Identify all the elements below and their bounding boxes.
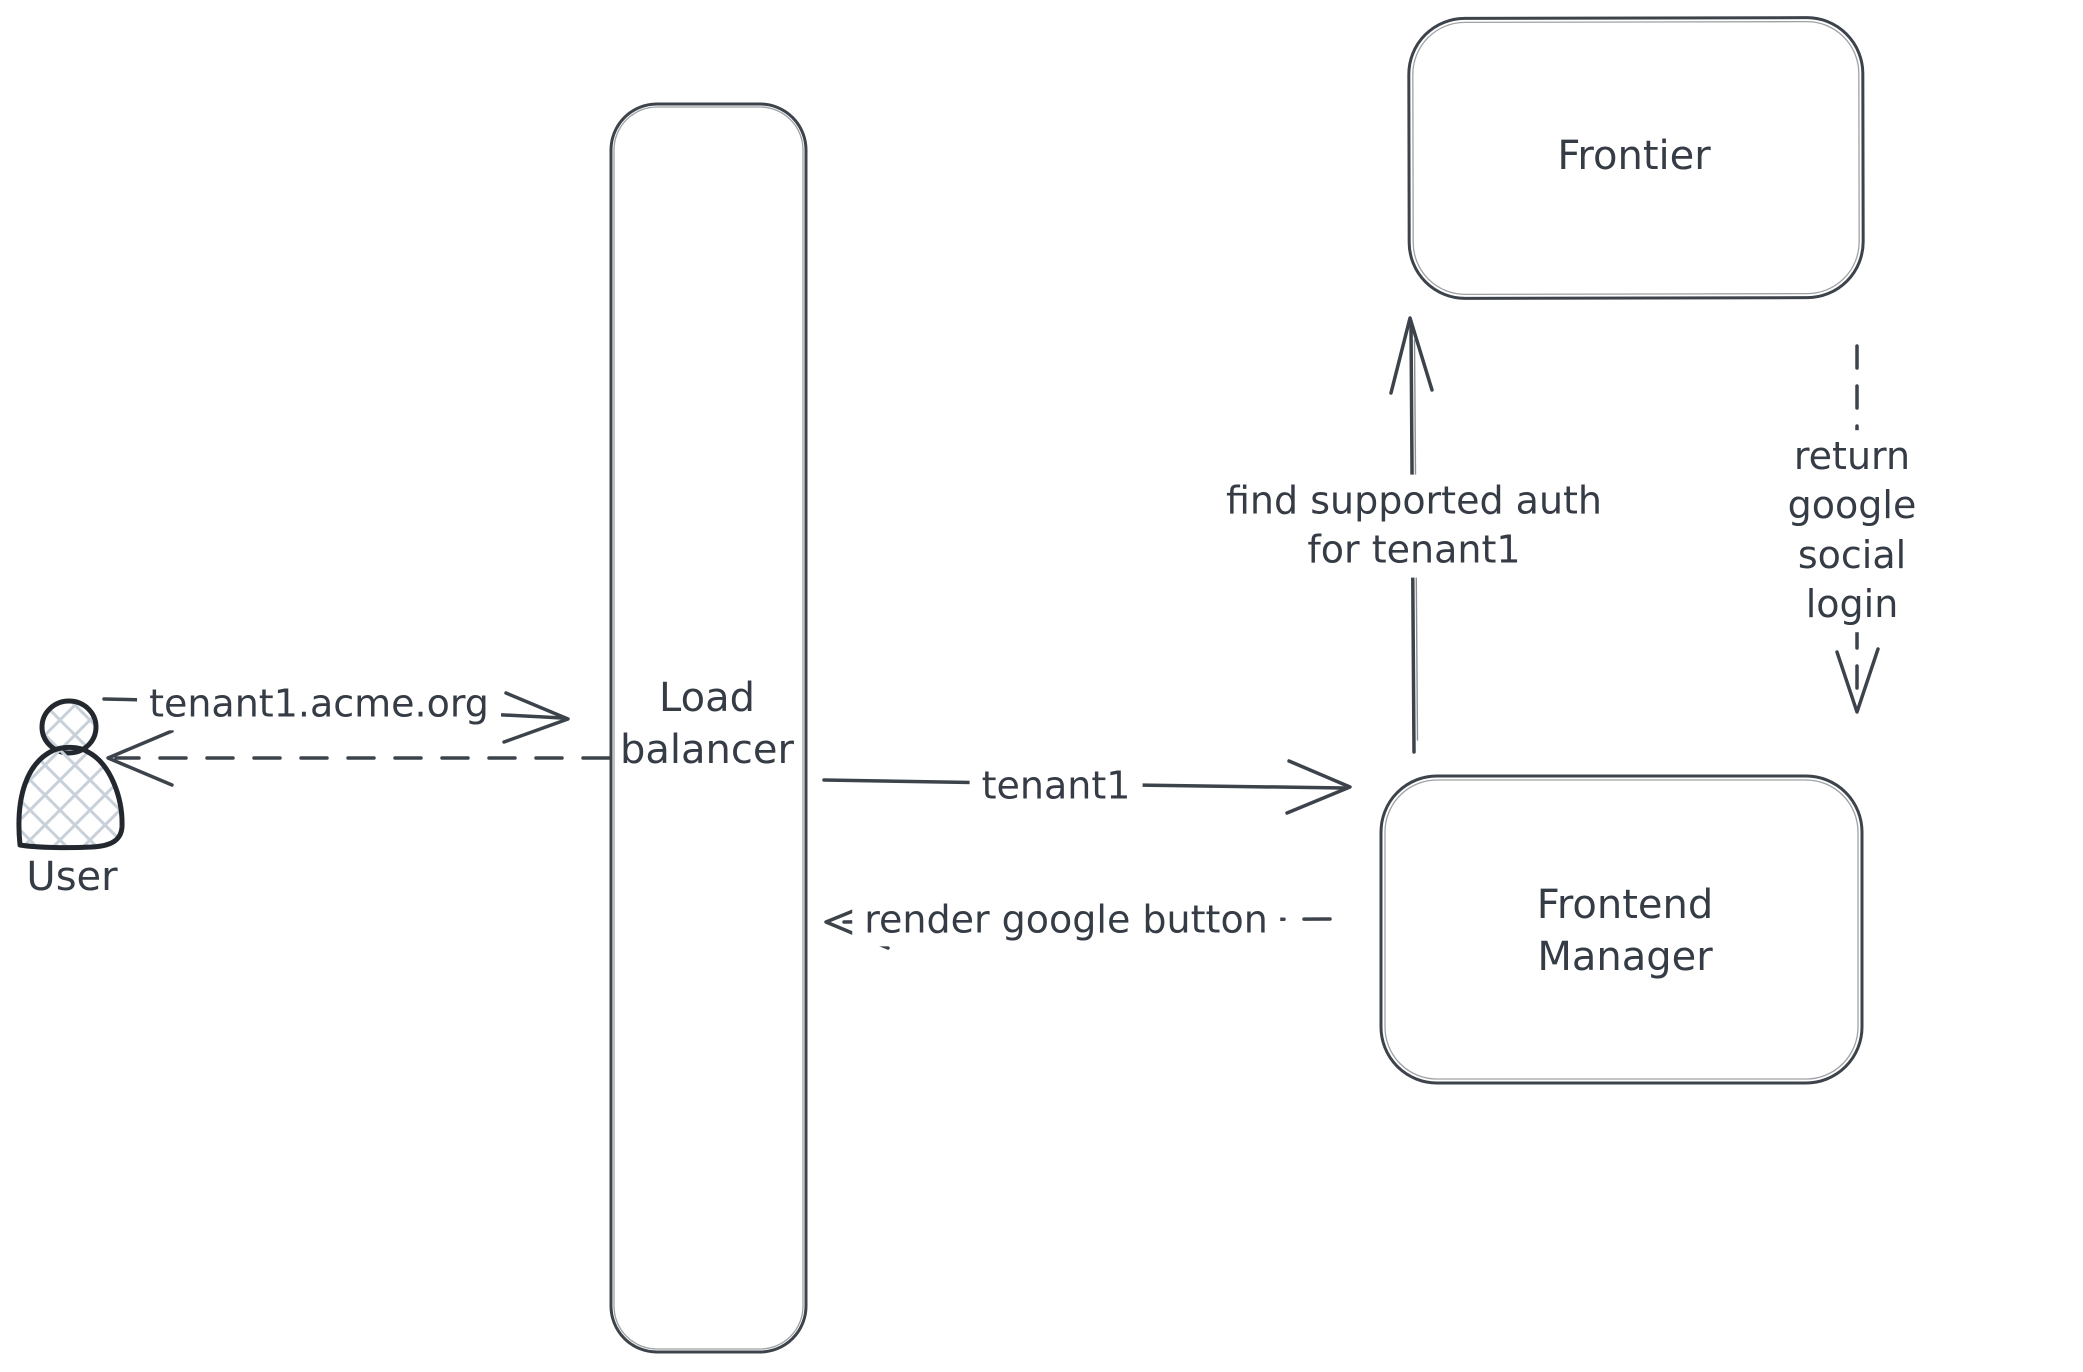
frontend-manager-label: Frontend Manager: [1536, 882, 1714, 980]
edge-label-return-google-social-login: return google social login: [1736, 430, 1968, 632]
frontier-label: Frontier: [1557, 133, 1711, 179]
frontend-manager-node: [1379, 774, 1864, 1085]
edge-label-tenant1-acme-org: tenant1.acme.org: [137, 677, 501, 731]
edge-label-render-google-button: render google button: [852, 893, 1280, 947]
edge-label-find-supported-auth: find supported auth for tenant1: [1213, 474, 1615, 578]
user-label: User: [26, 854, 118, 900]
user-actor-icon: [16, 698, 125, 851]
load-balancer-label: Load balancer: [620, 675, 794, 773]
frontier-node: [1407, 16, 1865, 300]
arrow-response-to-user: [106, 729, 611, 787]
user-body-shape: [16, 744, 125, 851]
load-balancer-node: [609, 102, 808, 1354]
edge-label-tenant1: tenant1: [969, 759, 1143, 813]
